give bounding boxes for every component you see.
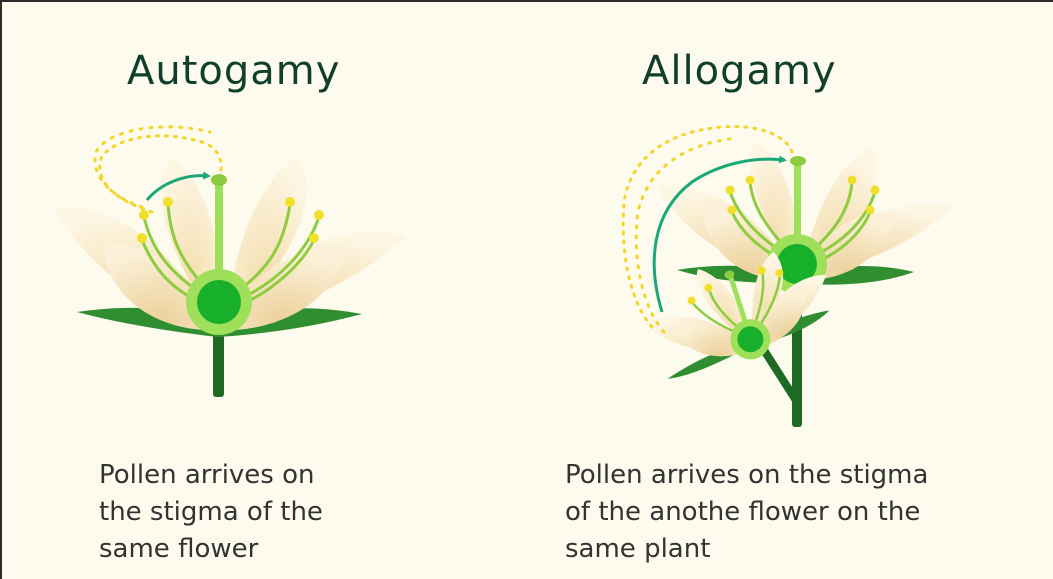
allogamy-caption: Pollen arrives on the stigma of the anot… [565, 457, 1050, 568]
allogamy-upper-stigma [790, 156, 806, 166]
autogamy-anther [314, 210, 324, 220]
allogamy-upper-anther [866, 206, 875, 215]
autogamy-anther [137, 233, 147, 243]
autogamy-title: Autogamy [127, 48, 340, 94]
autogamy-flower [54, 127, 407, 397]
autogamy-ovary-inner [197, 280, 241, 324]
allogamy-branch [762, 347, 797, 402]
allogamy-upper-anther [726, 186, 735, 195]
autogamy-anther [309, 233, 319, 243]
allogamy-upper-anther [871, 186, 880, 195]
autogamy-stigma [211, 174, 227, 186]
allogamy-plant [623, 127, 952, 427]
autogamy-anther [285, 197, 295, 207]
allogamy-upper-anther [746, 176, 755, 185]
autogamy-style [215, 182, 223, 282]
allogamy-upper-anther [848, 176, 857, 185]
allogamy-title: Allogamy [642, 48, 837, 94]
autogamy-anther [163, 197, 173, 207]
autogamy-anther [139, 210, 149, 220]
allogamy-upper-anther [728, 206, 737, 215]
autogamy-caption: Pollen arrives on the stigma of the same… [99, 457, 429, 568]
